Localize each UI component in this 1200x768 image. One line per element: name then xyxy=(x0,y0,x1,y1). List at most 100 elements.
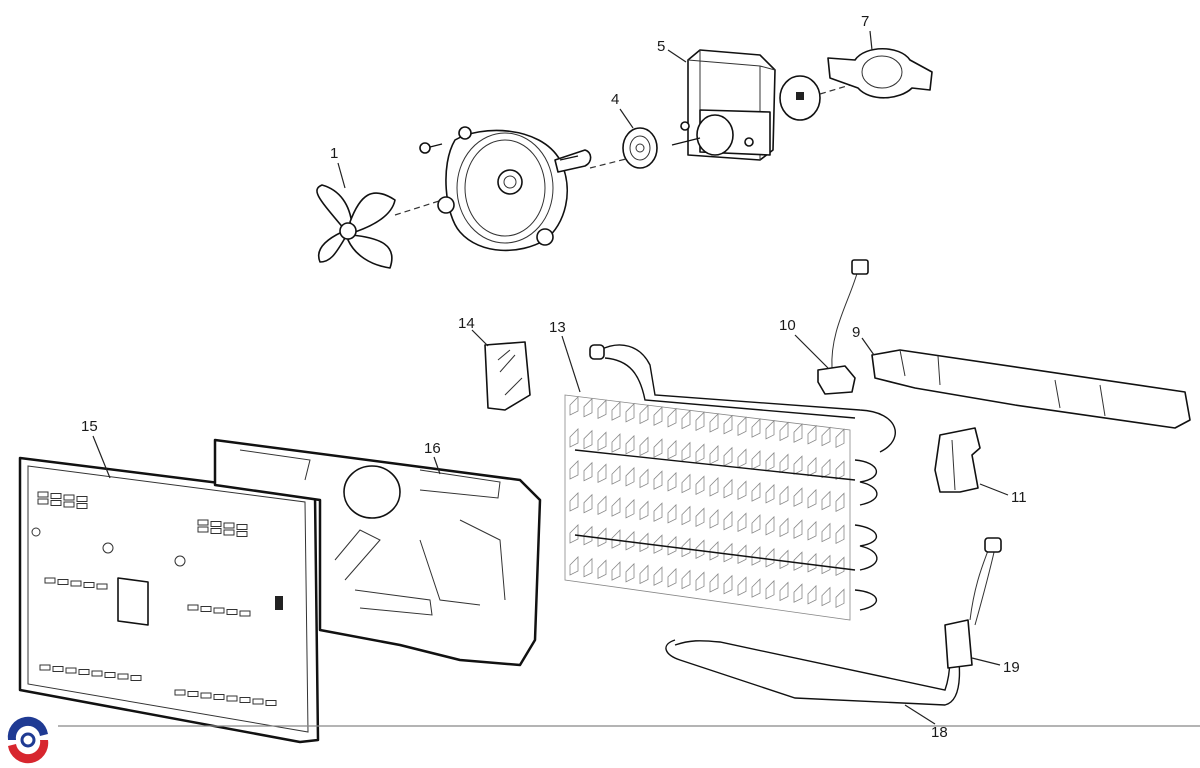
vent-slot xyxy=(52,666,64,672)
coil-fin xyxy=(807,424,817,445)
vent-slot xyxy=(57,579,69,585)
vent-slot xyxy=(96,583,108,590)
coil-fin xyxy=(709,477,719,497)
coil-fin xyxy=(583,461,593,482)
callout-13: 13 xyxy=(549,319,581,393)
coil-fin xyxy=(625,466,635,487)
vent-slot xyxy=(83,582,95,588)
vent-slot xyxy=(174,689,186,696)
vent-slot xyxy=(239,697,251,703)
coil-fin xyxy=(695,443,705,463)
coil-fin xyxy=(737,512,747,533)
coil-fin xyxy=(807,488,817,509)
coil-fin xyxy=(625,434,635,455)
vent-slot xyxy=(65,667,77,674)
coil-fin xyxy=(695,507,705,527)
motor-bracket-part xyxy=(827,48,933,99)
vent-slot xyxy=(210,528,222,534)
vent-slot xyxy=(78,669,90,675)
coil-fin xyxy=(597,495,607,516)
coil-fin xyxy=(597,399,607,420)
coil-fin xyxy=(611,561,621,581)
vent-slot xyxy=(37,491,49,498)
coil-fin xyxy=(751,546,761,566)
coil-fin xyxy=(751,482,761,502)
coil-fin xyxy=(583,493,593,514)
coil-fin xyxy=(709,573,719,593)
coil-fin xyxy=(639,532,649,553)
callout-14: 14 xyxy=(458,315,489,347)
callout-7: 7 xyxy=(861,13,873,51)
coil-fin xyxy=(765,579,775,600)
vent-slot xyxy=(187,604,199,611)
coil-fin xyxy=(667,567,677,588)
coil-fin xyxy=(625,402,635,423)
coil-fin xyxy=(653,502,663,522)
coil-fin xyxy=(681,537,691,558)
coil-fin xyxy=(667,503,677,524)
coil-fin xyxy=(723,574,733,595)
vent-slot xyxy=(226,609,238,615)
screw-bracket-part xyxy=(554,149,592,173)
vent-slot xyxy=(210,521,222,527)
vent-slot xyxy=(76,496,88,502)
defrost-thermostat-part xyxy=(817,259,869,395)
motor-cooling-disc-part xyxy=(779,75,821,121)
coil-fin xyxy=(709,445,719,465)
coil-fin xyxy=(751,514,761,534)
vent-slot xyxy=(63,494,75,501)
coil-fin xyxy=(737,544,747,565)
callout-11: 11 xyxy=(979,483,1027,506)
coil-fin xyxy=(597,463,607,484)
callout-label-19: 19 xyxy=(1003,659,1020,676)
callout-1: 1 xyxy=(330,145,346,189)
coil-fin xyxy=(821,522,831,543)
coil-fin xyxy=(835,492,845,512)
coil-fin xyxy=(737,480,747,501)
coil-fin xyxy=(793,519,803,539)
coil-fin xyxy=(779,581,789,602)
coil-fin xyxy=(681,409,691,430)
coil-fin xyxy=(569,460,579,480)
vent-slot xyxy=(223,529,235,536)
vent-slot xyxy=(226,695,238,702)
coil-fin xyxy=(807,552,817,573)
callout-label-18: 18 xyxy=(931,724,948,741)
coil-fin xyxy=(723,414,733,435)
callout-label-7: 7 xyxy=(861,13,869,30)
coil-fin xyxy=(737,576,747,597)
coil-fin xyxy=(625,562,635,583)
evaporator-fan-motor-part xyxy=(671,49,776,161)
coil-fin xyxy=(793,487,803,507)
coil-fin xyxy=(723,510,733,531)
coil-fin xyxy=(667,439,677,460)
vent-slot xyxy=(39,664,51,671)
coil-fin xyxy=(639,500,649,521)
callout-label-1: 1 xyxy=(330,145,338,162)
vent-slot xyxy=(197,519,209,526)
coil-fin xyxy=(583,397,593,418)
coil-fin xyxy=(695,571,705,591)
coil-fin xyxy=(793,551,803,571)
coil-fin xyxy=(709,413,719,433)
coil-fin xyxy=(737,448,747,469)
coil-fin xyxy=(779,549,789,570)
coil-fin xyxy=(653,406,663,426)
coil-fin xyxy=(639,436,649,457)
coil-fin xyxy=(765,547,775,568)
coil-fin xyxy=(681,441,691,462)
coil-fin xyxy=(583,525,593,546)
vent-slot xyxy=(265,700,277,706)
vent-slot xyxy=(70,580,82,587)
vent-slot xyxy=(239,610,251,617)
coil-fin xyxy=(793,583,803,603)
callout-4: 4 xyxy=(611,91,634,129)
coil-fin xyxy=(695,411,705,431)
callout-label-9: 9 xyxy=(852,324,860,341)
coil-fin xyxy=(779,453,789,474)
coil-fin xyxy=(793,455,803,475)
coil-fin xyxy=(597,527,607,548)
coil-fin xyxy=(737,416,747,437)
coil-fin xyxy=(569,396,579,416)
